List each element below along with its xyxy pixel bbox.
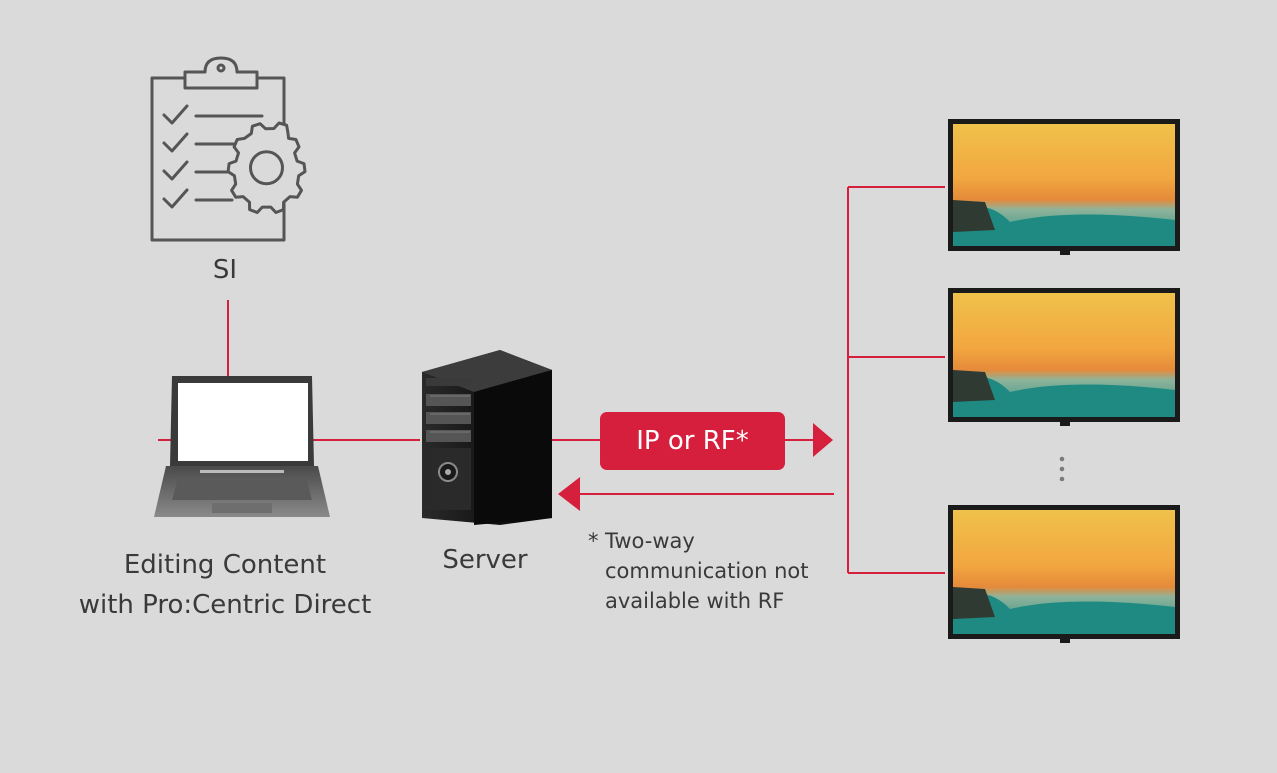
server-tower-icon xyxy=(422,350,552,525)
protocol-badge: IP or RF* xyxy=(600,412,785,470)
si-label: SI xyxy=(212,255,238,285)
connection-lines xyxy=(158,186,945,574)
laptop-icon xyxy=(154,376,330,517)
server-label: Server xyxy=(442,545,528,575)
footnote: * Two-way communication not available wi… xyxy=(588,526,808,616)
footnote-line1: Two-way xyxy=(605,529,695,553)
vertical-ellipsis-icon xyxy=(1059,456,1065,482)
forward-arrow-head xyxy=(813,423,833,457)
footnote-line3: available with RF xyxy=(605,589,785,613)
footnote-asterisk: * xyxy=(588,529,599,553)
laptop-label: Editing Content with Pro:Centric Direct xyxy=(40,545,410,625)
tv-display-icon xyxy=(948,119,1180,255)
laptop-label-line2: with Pro:Centric Direct xyxy=(78,590,372,620)
laptop-label-line1: Editing Content xyxy=(123,550,327,580)
clipboard-checklist-gear-icon xyxy=(150,56,307,242)
footnote-line2: communication not xyxy=(605,559,809,583)
tv-display-icon xyxy=(948,505,1180,643)
return-arrow-head xyxy=(558,477,580,511)
tv-display-icon xyxy=(948,288,1180,426)
